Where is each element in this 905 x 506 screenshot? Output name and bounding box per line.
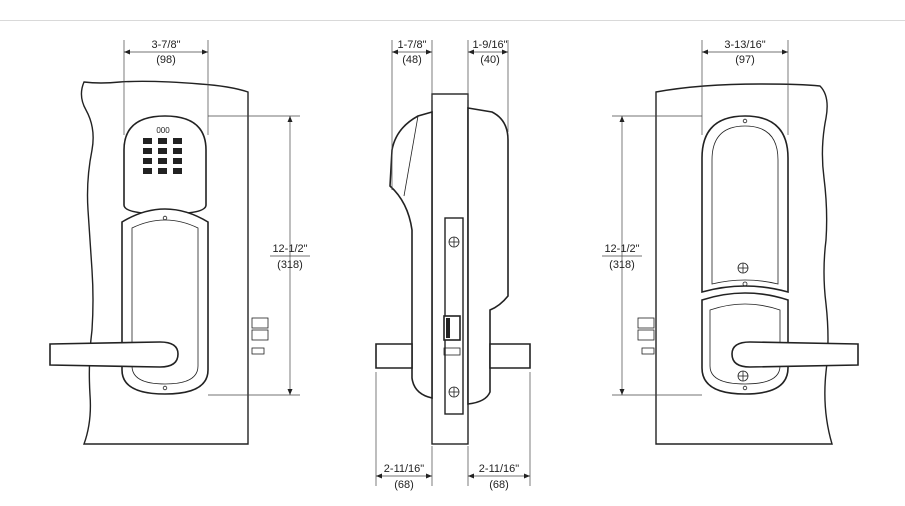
inside-housing-inner-back xyxy=(711,125,779,285)
dim-label-width-in-front: 3-7/8" xyxy=(152,39,181,51)
dim-label-height-mm-back: (318) xyxy=(609,259,635,271)
dim-height-front xyxy=(208,115,310,396)
dim-label-top-right-mm-side: (40) xyxy=(480,54,500,66)
front-keypad-view: 000 3-7/8" (98) 12-1/2" (318) xyxy=(49,39,310,445)
screw-dot-bottom-left xyxy=(162,385,168,391)
keypad-buttons xyxy=(143,138,182,174)
latch-bolt-side xyxy=(443,315,461,356)
lever-cover-inner-back xyxy=(709,303,781,385)
dim-label-bottom-right-in-side: 2-11/16" xyxy=(479,463,519,475)
keypad-display-text: 000 xyxy=(156,126,170,135)
dim-bottom-left-side xyxy=(375,372,433,486)
dim-label-width-in-back: 3-13/16" xyxy=(724,39,765,51)
screw-dot-bottom-right xyxy=(742,385,748,391)
outside-housing-side xyxy=(389,110,433,399)
inside-housing-side xyxy=(467,107,509,405)
dim-label-width-mm-back: (97) xyxy=(735,54,755,66)
dim-height-back xyxy=(602,115,702,396)
door-outline-left xyxy=(80,80,249,445)
screw-dot-mid-right xyxy=(742,281,748,287)
dim-label-width-mm-front: (98) xyxy=(156,54,176,66)
dim-label-bottom-left-in-side: 2-11/16" xyxy=(384,463,424,475)
lever-handle-right xyxy=(731,341,859,368)
side-profile-view: 1-7/8" (48) 1-9/16" (40) 2-11/16" (68) 2… xyxy=(375,39,531,491)
dim-width-front xyxy=(123,40,209,135)
dim-label-height-in-front: 12-1/2" xyxy=(272,243,307,255)
screw-upper-back xyxy=(737,262,749,274)
dim-bottom-right-side xyxy=(467,372,531,486)
dim-label-bottom-right-mm-side: (68) xyxy=(489,479,509,491)
strike-plate-right xyxy=(637,317,655,355)
screw-dot-top-left xyxy=(162,215,168,221)
dim-label-top-left-mm-side: (48) xyxy=(402,54,422,66)
dim-label-top-left-in-side: 1-7/8" xyxy=(398,39,427,51)
dim-label-top-right-in-side: 1-9/16" xyxy=(472,39,507,51)
lever-handle-left xyxy=(49,341,179,368)
dim-top-left-side xyxy=(391,40,433,190)
faceplate-screw-bottom xyxy=(448,386,460,398)
screw-dot-top-right xyxy=(742,118,748,124)
lever-stub-right-side xyxy=(489,343,531,369)
dim-label-height-mm-front: (318) xyxy=(277,259,303,271)
dim-label-bottom-left-mm-side: (68) xyxy=(394,479,414,491)
door-outline-right xyxy=(655,83,833,445)
lever-stub-left-side xyxy=(375,343,413,369)
dim-label-height-in-back: 12-1/2" xyxy=(604,243,639,255)
screw-lower-back xyxy=(737,370,749,382)
strike-plate-left xyxy=(251,317,269,355)
dim-top-right-side xyxy=(467,40,509,132)
back-view: 3-13/16" (97) 12-1/2" (318) xyxy=(602,39,859,445)
faceplate-screw-top xyxy=(448,236,460,248)
top-divider-rule xyxy=(0,20,905,21)
keypad-face-side xyxy=(403,115,419,197)
dim-width-back xyxy=(701,40,789,135)
